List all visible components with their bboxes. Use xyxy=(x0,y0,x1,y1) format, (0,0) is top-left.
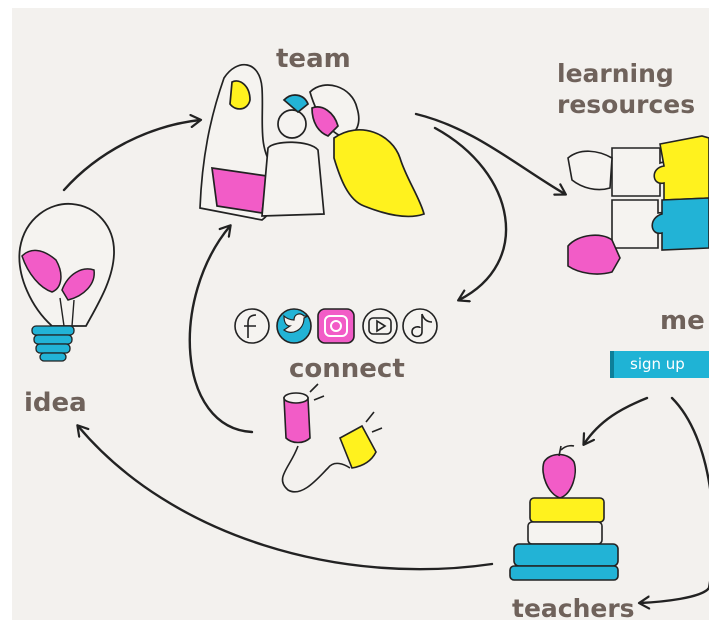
arrow-me-to-teachers-lower xyxy=(640,396,709,603)
team-illustration xyxy=(199,63,426,221)
instagram-icon[interactable] xyxy=(317,308,355,344)
arrow-team-to-resources xyxy=(414,112,565,194)
connect-label: connect xyxy=(289,354,405,384)
team-label: team xyxy=(276,44,351,74)
arrow-idea-to-team xyxy=(62,120,200,192)
facebook-icon[interactable] xyxy=(234,308,270,344)
tin-can-phone-illustration xyxy=(281,383,383,493)
flow-arrows xyxy=(62,112,709,603)
puzzle-hands-illustration xyxy=(567,135,709,275)
books-apple-illustration xyxy=(509,444,619,581)
learning-label-line: learning xyxy=(557,59,674,88)
diagram-canvas: team learning resources connect idea me … xyxy=(12,8,709,620)
diagram-drawing xyxy=(18,63,709,620)
tiktok-icon[interactable] xyxy=(402,308,438,344)
teachers-label: teachers xyxy=(512,594,635,620)
arrow-me-to-teachers-upper xyxy=(584,396,649,444)
me-label: me xyxy=(660,306,705,336)
arrow-teachers-to-idea xyxy=(78,426,494,571)
learning-resources-label: learning resources xyxy=(557,58,695,120)
sign-up-button[interactable]: sign up xyxy=(610,351,709,378)
youtube-icon[interactable] xyxy=(362,308,398,344)
idea-label: idea xyxy=(24,388,87,418)
arrow-connect-to-team xyxy=(188,226,254,434)
social-icons-row xyxy=(234,308,438,344)
arrow-team-to-connect xyxy=(433,126,508,300)
twitter-icon[interactable] xyxy=(276,308,312,344)
resources-label-line: resources xyxy=(557,90,696,119)
lightbulb-icon xyxy=(18,203,115,362)
